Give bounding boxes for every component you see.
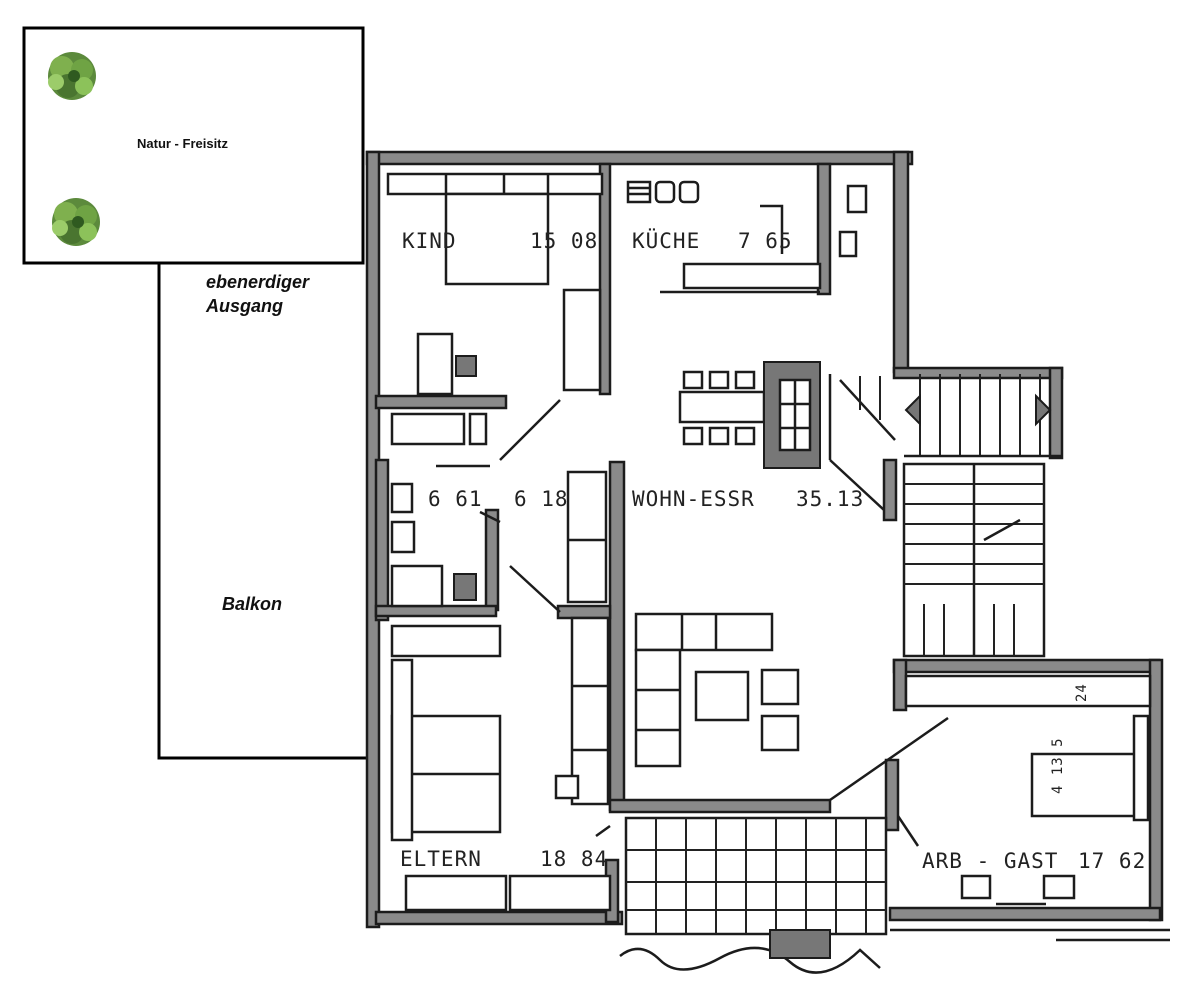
dimension-24: 24 [1074,683,1090,702]
exit-label-line2: Ausgang [206,296,284,316]
interior-walls [374,162,908,924]
room-wohn-name: WOHN-ESSR [632,487,755,511]
tree-icon [52,198,100,246]
room-arb-area: 17 62 [1078,849,1146,873]
upper-staircase [828,374,1062,511]
entrance-stairs [619,816,888,974]
room-kind-name: KIND [402,229,457,253]
room-kueche-name: KÜCHE [632,228,700,253]
kitchen-furniture [626,180,868,294]
tree-icon [48,52,96,100]
balcony-label: Balkon [222,594,283,614]
living-room-furniture [634,612,949,802]
outer-walls [365,150,1170,942]
exit-label-line1: ebenerdiger [206,272,310,292]
room-kueche-area: 7 65 [738,229,793,253]
right-staircase [902,462,1046,658]
eltern-furniture [390,624,612,912]
room-kind-area: 15 08 [530,229,598,253]
room-wohn-area: 35.13 [796,487,864,511]
room-bad-area: 6 61 [428,487,483,511]
dining-table [678,361,821,469]
garden-label: Natur - Freisitz [137,136,229,151]
room-eltern-area: 18 84 [540,847,608,871]
room-eltern-name: ELTERN [400,847,482,871]
bathroom-fixtures [390,464,561,613]
kind-furniture [386,172,604,461]
hall-wardrobe [554,470,610,806]
room-arb-name: ARB - GAST [922,849,1058,873]
arb-gast-furniture [896,674,1152,906]
balcony-outline [157,263,368,760]
room-flur-area: 6 18 [514,487,569,511]
dimension-4135: 4 13 5 [1050,737,1066,794]
